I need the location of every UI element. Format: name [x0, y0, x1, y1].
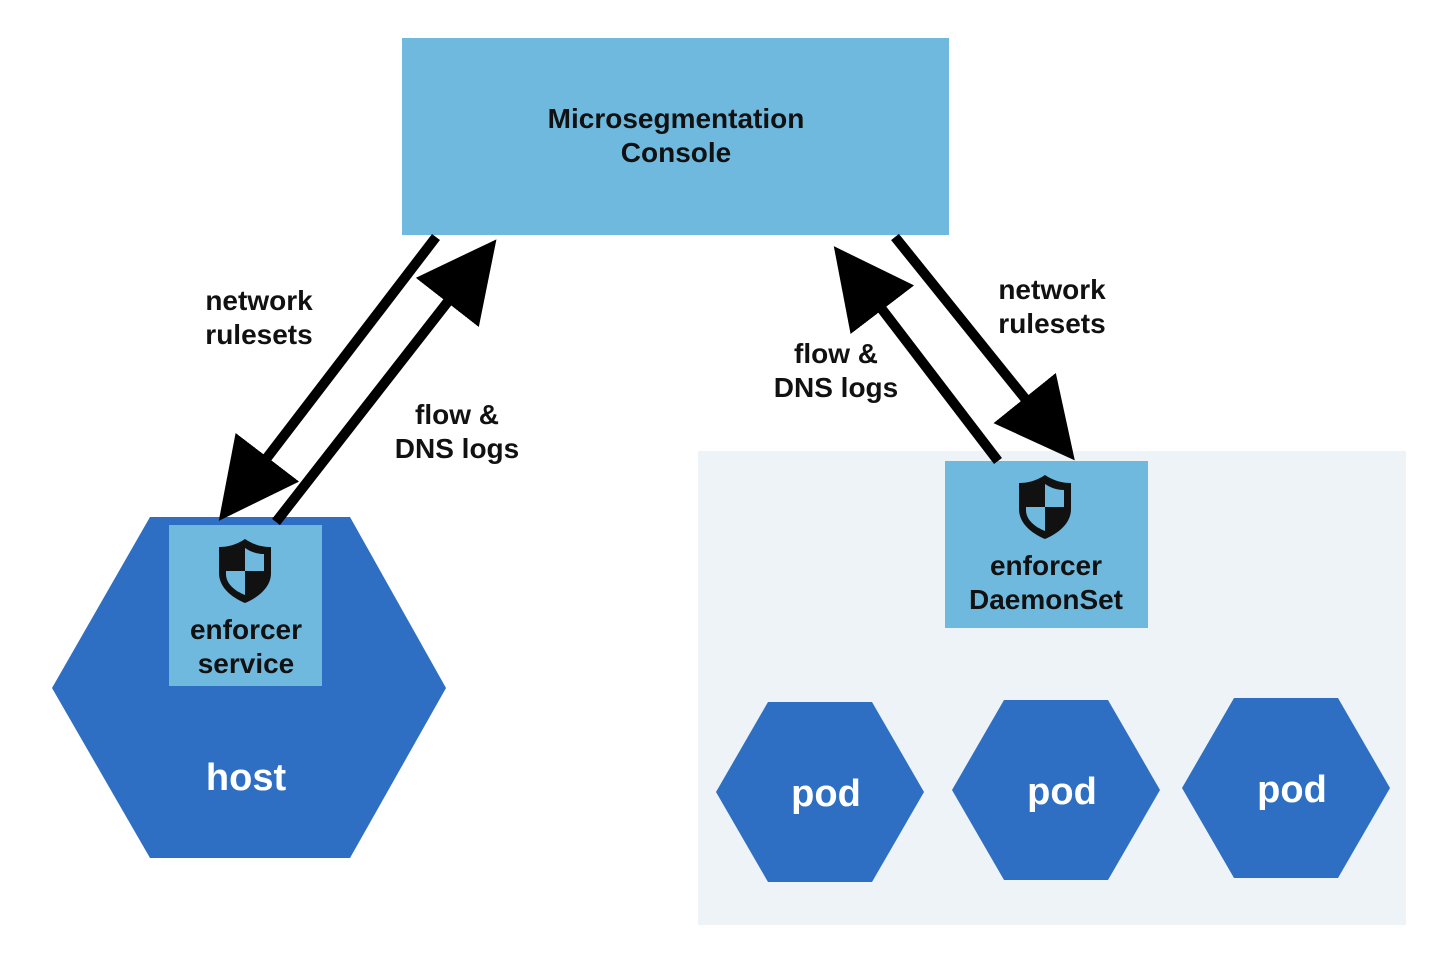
right-logs-line1: flow & [794, 338, 878, 369]
pod-label: pod [1257, 769, 1327, 811]
console-label-line1: Microsegmentation [548, 103, 805, 134]
right-rulesets-line1: network [998, 274, 1106, 305]
arrow-rulesets-to-host [218, 233, 440, 521]
pod-label: pod [1027, 771, 1097, 813]
enforcer-daemonset-box: enforcer DaemonSet [945, 461, 1148, 628]
arrow-logs-to-console [272, 239, 497, 526]
enforcer-daemonset-line2: DaemonSet [969, 584, 1123, 615]
enforcer-daemonset-line1: enforcer [990, 550, 1102, 581]
pod-hexagon: pod [1182, 698, 1390, 878]
left-rulesets-line1: network [205, 285, 313, 316]
left-logs-line1: flow & [415, 399, 499, 430]
pod-hexagon: pod [716, 702, 924, 882]
enforcer-service-box: enforcer service [169, 525, 322, 686]
left-rulesets-line2: rulesets [205, 319, 312, 350]
pod-label: pod [791, 773, 861, 815]
host-label: host [206, 757, 287, 799]
enforcer-service-line1: enforcer [190, 614, 302, 645]
console-label-line2: Console [621, 137, 731, 168]
console-box: Microsegmentation Console [402, 38, 949, 235]
right-rulesets-line2: rulesets [998, 308, 1105, 339]
right-logs-line2: DNS logs [774, 372, 898, 403]
pod-hexagon: pod [952, 700, 1160, 880]
left-logs-line2: DNS logs [395, 433, 519, 464]
enforcer-service-line2: service [198, 648, 295, 679]
arrow-logs-to-console-right [833, 246, 1002, 465]
arrow-rulesets-to-daemonset [891, 233, 1075, 461]
host-hexagon [52, 517, 446, 858]
